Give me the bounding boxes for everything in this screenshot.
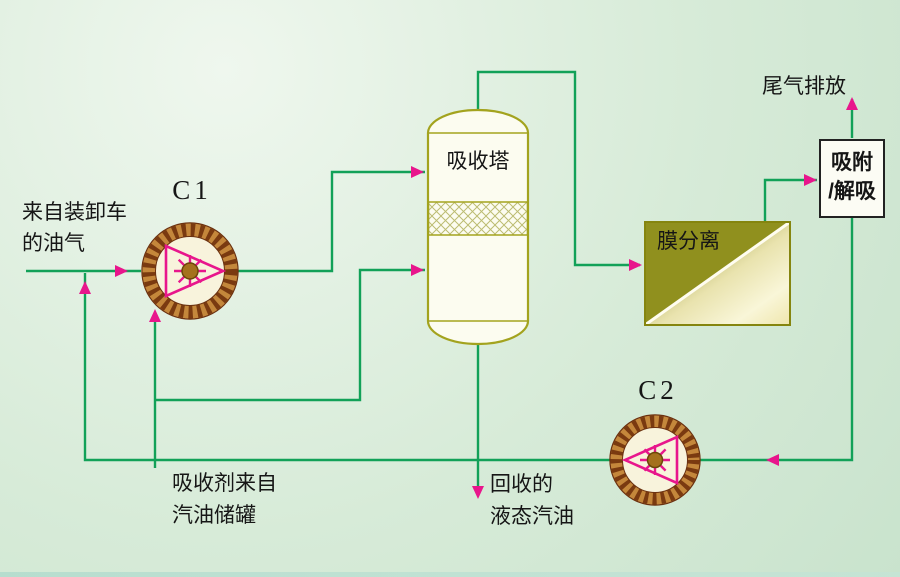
pipe-c1-to-absorber: [238, 170, 425, 273]
c1-label: C1: [172, 175, 212, 205]
feed-label-line2: 的油气: [22, 232, 85, 255]
product-label-line2: 液态汽油: [490, 505, 574, 528]
c2-ring-stripes: [610, 415, 700, 505]
compressor-c2-symbol: [609, 414, 701, 506]
product-label-line1: 回收的: [490, 473, 553, 496]
feed-label-line1: 来自装卸车: [22, 201, 127, 224]
adsorber-box: 吸附 /解吸: [819, 139, 885, 218]
flow-arrow-vent: [846, 97, 858, 110]
absorber-label: 吸收塔: [447, 150, 510, 173]
packing-section: [427, 201, 529, 236]
flow-arrow-recycle-up: [79, 281, 91, 294]
membrane-label: 膜分离: [657, 230, 720, 253]
flow-arrow-adsorber-inlet: [804, 174, 817, 186]
flow-arrows: [79, 97, 858, 499]
absorber-tower: 吸收塔: [426, 108, 530, 346]
membrane-border: [644, 221, 791, 326]
absorbent-label-line1: 吸收剂来自: [172, 472, 277, 495]
adsorber-label-line1: 吸附: [831, 151, 873, 174]
c1-rotor-triangle: [164, 244, 227, 298]
membrane-unit: 膜分离: [644, 220, 791, 327]
vent-label: 尾气排放: [762, 75, 846, 98]
c2-label: C2: [638, 375, 678, 405]
membrane-diagonal-divider: [644, 220, 791, 327]
compressor-c1-symbol: [141, 222, 239, 320]
pipe-absorber-to-membrane: [476, 70, 640, 267]
pipe-absorbent-to-absorber: [155, 268, 425, 402]
absorber-seam-lines: [428, 132, 528, 322]
c1-ring-stripes: [142, 223, 238, 319]
c1-hub: [181, 262, 199, 280]
absorbent-label-line2: 汽油储罐: [172, 504, 256, 527]
flow-arrow-membrane-inlet: [629, 259, 642, 271]
flow-arrow-absorbent-up: [149, 309, 161, 322]
c2-hub: [646, 451, 664, 469]
flow-arrow-product-down: [472, 486, 484, 499]
c2-rotor-triangle: [621, 435, 679, 485]
flow-arrow-c2-inlet: [766, 454, 779, 466]
flow-arrow-absorber-top-inlet: [411, 166, 424, 178]
adsorber-label-line2: /解吸: [828, 179, 877, 203]
flow-arrow-absorber-mid-inlet: [411, 264, 424, 276]
flow-arrow-feed: [115, 265, 128, 277]
pipe-recycle: [83, 216, 854, 462]
pipe-network: [26, 70, 854, 494]
pipe-membrane-to-adsorber: [763, 178, 817, 222]
adsorber-border: [819, 139, 885, 218]
